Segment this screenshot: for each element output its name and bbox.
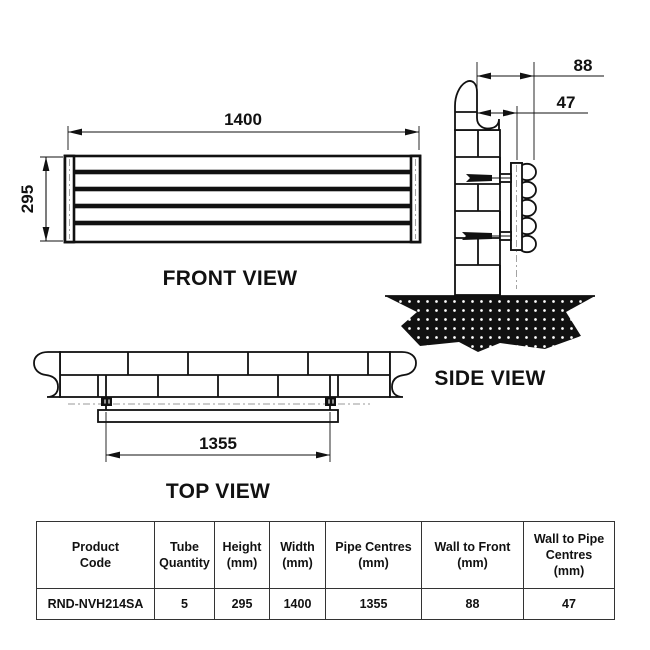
side-view-label: SIDE VIEW [434,367,545,390]
top-left-bracket-slot-1 [103,398,107,405]
header-tube-quantity-line1: Tube [170,540,199,554]
top-left-bracket [101,375,112,410]
cell-product-code: RND-NVH214SA [36,588,155,620]
cell-wall-to-front: 88 [421,588,524,620]
spec-table-header-row: Product Code Tube Quantity Height (mm) W… [36,521,615,589]
spec-table-wrapper: Product Code Tube Quantity Height (mm) W… [36,521,615,620]
top-right-break [389,351,417,398]
header-product-code-line2: Code [79,556,112,570]
front-width-dim-text: 1400 [224,110,262,129]
header-wall-to-pipe-centres-line2: Centres [545,548,593,562]
header-tube-quantity-line2: Quantity [159,556,210,570]
top-1355-dim-text: 1355 [199,434,237,453]
cell-width: 1400 [269,588,326,620]
top-right-break-symbol [389,351,417,398]
front-height-dim-text: 295 [18,185,37,213]
top-right-bracket-slot-1 [327,398,331,405]
front-height-dimension: 295 [18,156,63,242]
front-tube-3 [63,188,422,207]
side-47-dim-text: 47 [557,93,576,112]
cell-wall-to-pipe-centres: 47 [523,588,615,620]
header-tube-quantity: Tube Quantity [154,521,215,589]
header-product-code-line1: Product [71,540,120,554]
side-upper-fixing-arrow [466,174,492,182]
header-wall-to-front: Wall to Front (mm) [421,521,524,589]
top-right-bracket-slot-2 [331,398,335,405]
side-view-group: 88 47 [385,56,604,390]
front-tube-5 [63,222,422,244]
cell-tube-quantity: 5 [154,588,215,620]
header-pipe-centres-unit: (mm) [358,556,389,570]
top-view-label: TOP VIEW [166,480,270,503]
top-left-break [33,351,61,398]
front-tube-1 [63,154,422,173]
side-lower-fixing-arrow [462,232,492,240]
side-88-dimension: 88 [476,56,604,160]
side-brick-wall [454,129,501,296]
header-height-unit: (mm) [226,556,258,570]
side-ground-hatch [385,295,595,352]
side-radiator [510,162,537,289]
header-wall-to-pipe-centres: Wall to Pipe Centres (mm) [523,521,615,589]
front-view-label: FRONT VIEW [163,267,298,290]
header-height-line1: Height [222,540,262,554]
top-right-bracket-block [325,397,336,406]
side-88-dim-text: 88 [574,56,593,75]
cell-pipe-centres: 1355 [325,588,422,620]
cell-height: 295 [214,588,270,620]
header-width-unit: (mm) [282,556,313,570]
front-radiator-body [63,154,422,244]
top-brick-wall [59,351,391,398]
front-tube-2 [63,171,422,190]
header-wall-to-front-unit: (mm) [457,556,488,570]
top-left-bracket-slot-2 [107,398,111,405]
header-product-code: Product Code [36,521,155,589]
header-wall-to-pipe-centres-line1: Wall to Pipe [533,532,605,546]
header-wall-to-pipe-centres-unit: (mm) [553,564,585,578]
header-width: Width (mm) [269,521,326,589]
header-pipe-centres: Pipe Centres (mm) [325,521,422,589]
top-view-group: 1355 TOP VIEW [33,351,417,503]
top-right-bracket [325,375,336,410]
front-width-dimension: 1400 [67,110,420,150]
top-left-break-symbol [33,351,61,398]
side-break-curl [454,80,500,131]
front-view-group: 1400 295 [18,110,422,290]
header-pipe-centres-line1: Pipe Centres [335,540,412,554]
header-width-line1: Width [280,540,315,554]
header-height: Height (mm) [214,521,270,589]
side-wall-break-symbol [454,80,500,131]
header-wall-to-front-line1: Wall to Front [434,540,511,554]
front-tube-4 [63,205,422,224]
side-ground-fill [385,296,595,352]
spec-table: Product Code Tube Quantity Height (mm) W… [36,521,615,620]
top-1355-dimension: 1355 [105,412,331,462]
top-radiator-outline [97,409,339,423]
table-row: RND-NVH214SA 5 295 1400 1355 88 47 [36,588,615,620]
top-radiator-body [68,403,370,423]
side-lower-bracket [462,231,512,241]
side-upper-bracket [466,173,512,183]
top-left-bracket-block [101,397,112,406]
